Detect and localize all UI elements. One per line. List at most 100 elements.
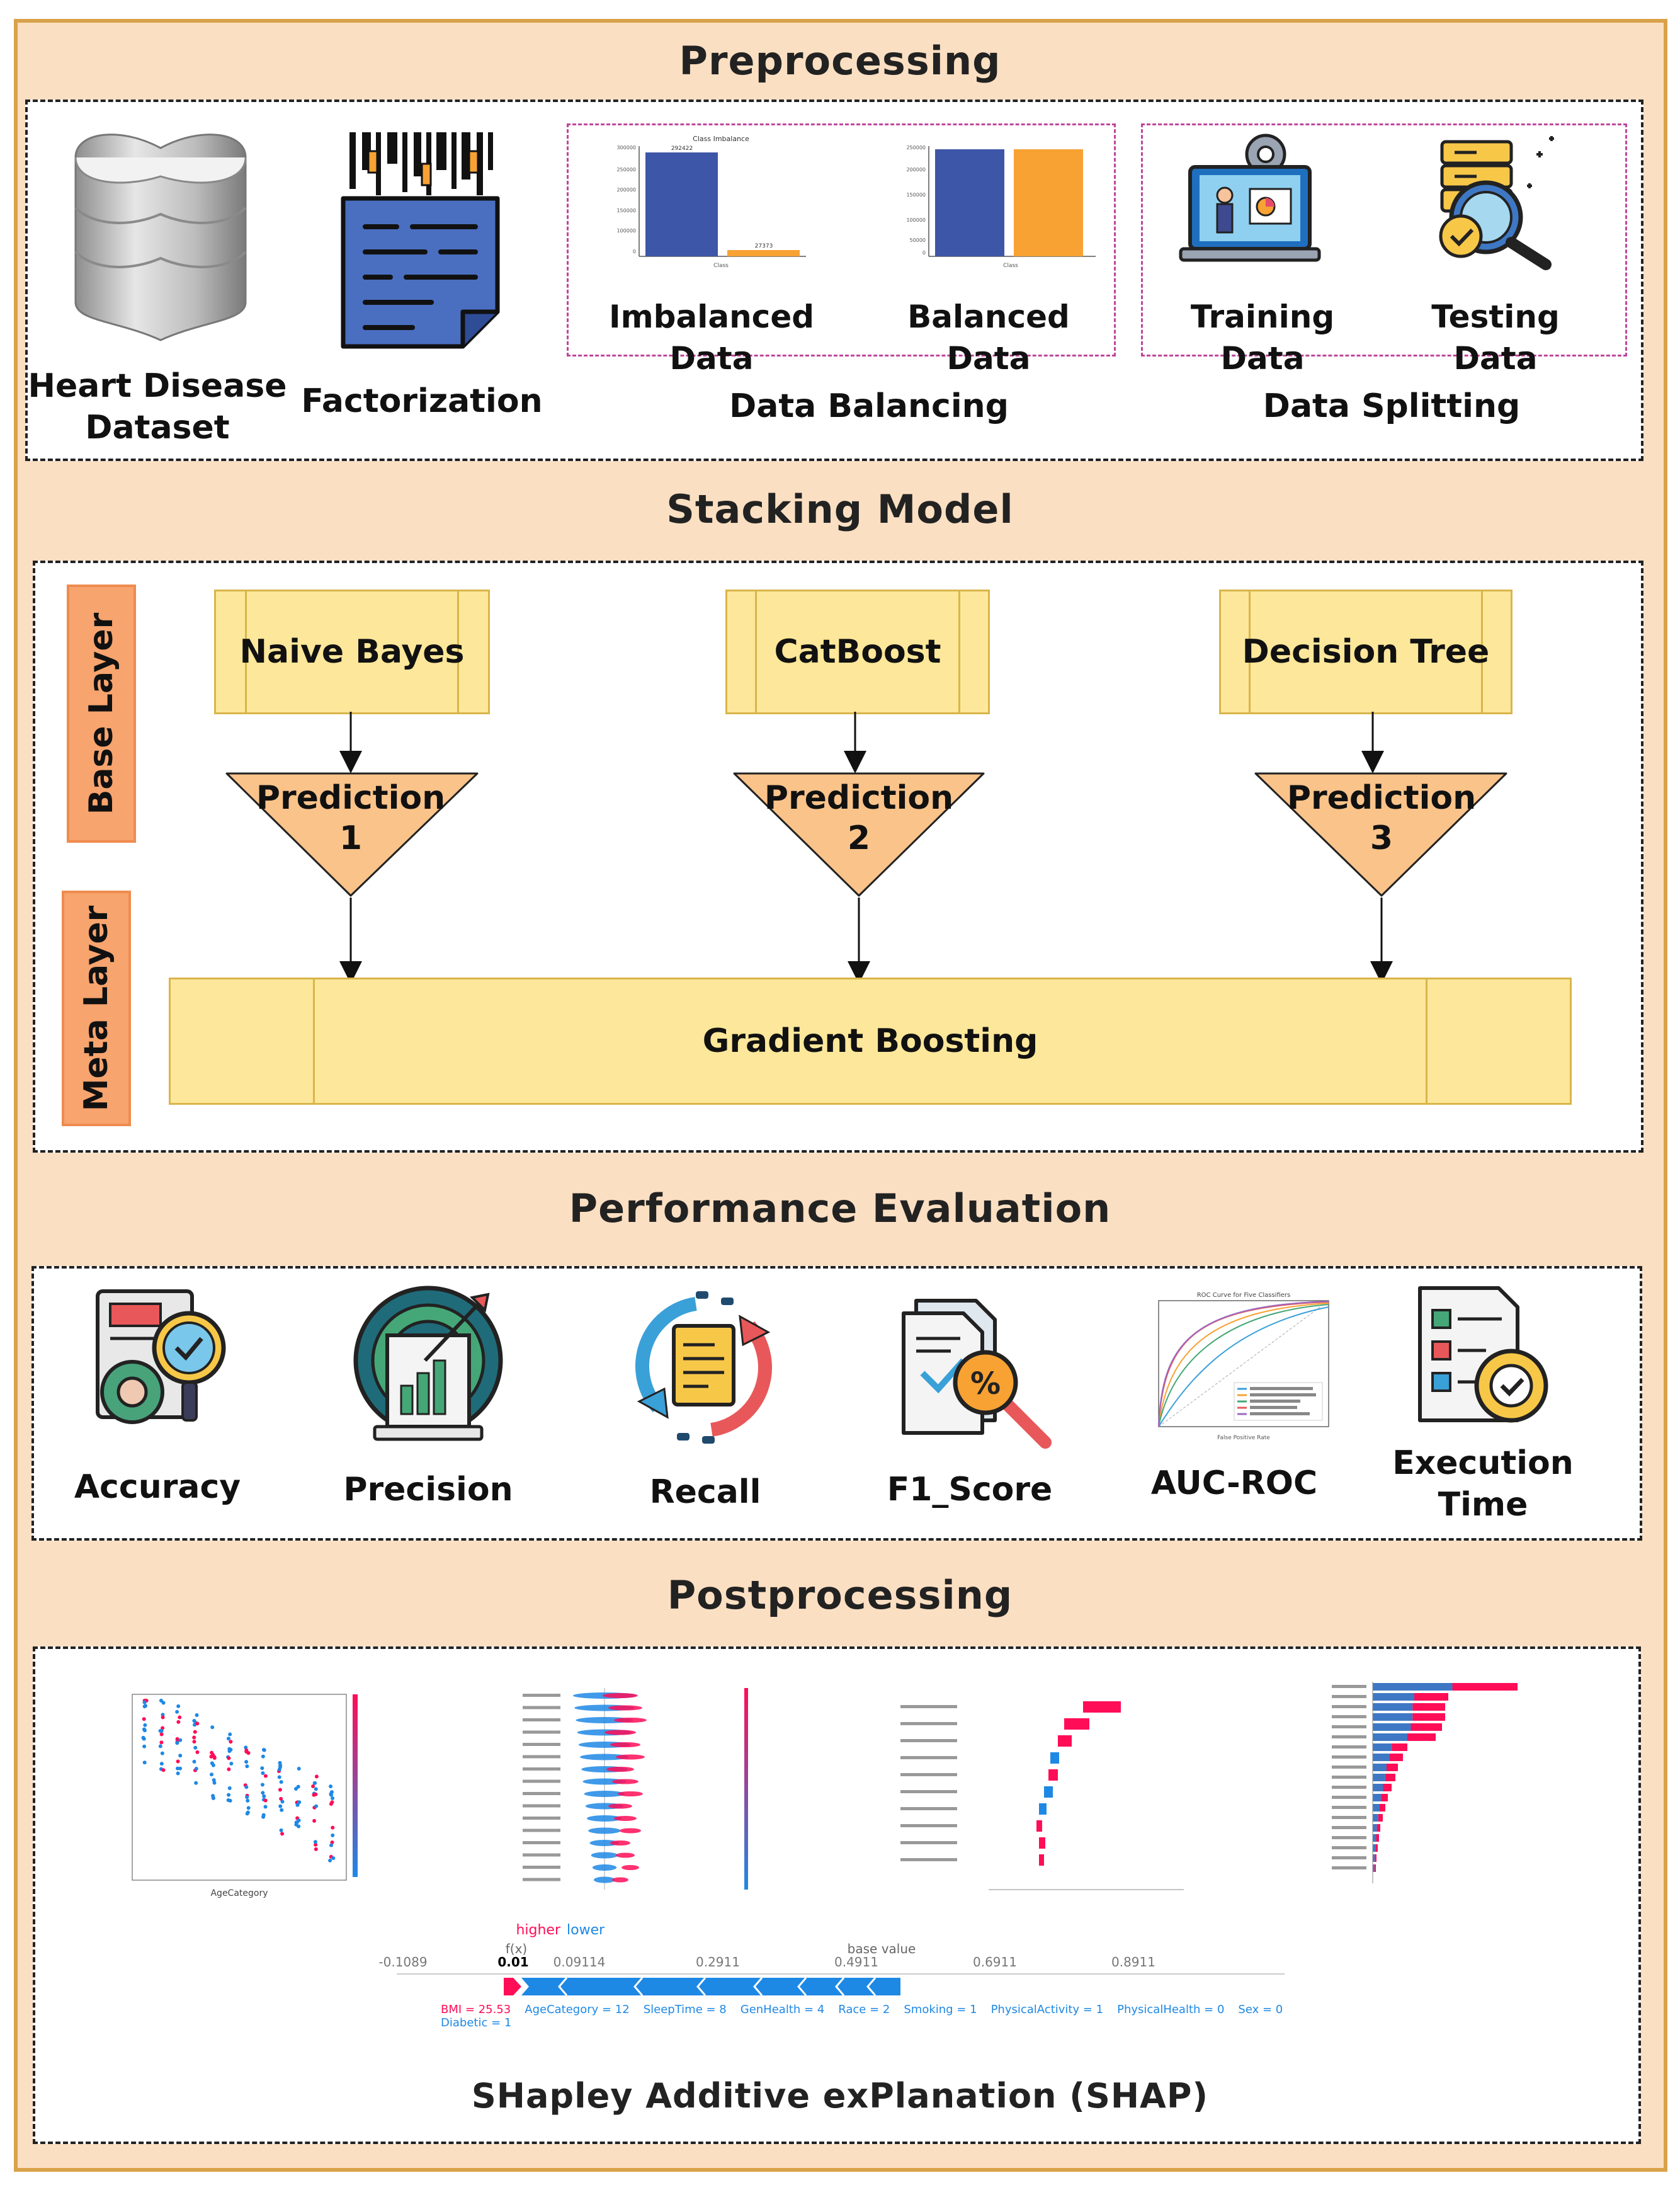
svg-text:Class Imbalance: Class Imbalance	[693, 135, 749, 143]
bar-class1	[1412, 1713, 1445, 1721]
bar-class0	[1373, 1854, 1375, 1862]
decision-tree-label: Decision Tree	[1242, 633, 1490, 671]
dependence-point	[312, 1818, 317, 1823]
bar-class0	[1373, 1784, 1383, 1791]
prediction-3-number: 3	[1370, 819, 1393, 857]
dependence-point	[142, 1700, 147, 1704]
svg-text:Class: Class	[1003, 263, 1018, 269]
dependence-point	[193, 1730, 197, 1734]
bar-class0	[1373, 1723, 1411, 1731]
dependence-point	[297, 1767, 301, 1771]
heart-database-icon	[74, 134, 247, 341]
bar-class0	[1373, 1733, 1407, 1741]
recall-label: Recall	[649, 1473, 761, 1511]
dependence-point	[311, 1784, 315, 1789]
bar-feature-name	[1332, 1715, 1366, 1718]
beeswarm-feature-name	[523, 1841, 560, 1844]
factorization-label: Factorization	[301, 382, 543, 420]
svg-text:Class: Class	[713, 263, 729, 269]
dependence-point	[175, 1740, 179, 1745]
testing-data-label: Testing Data	[1431, 299, 1560, 377]
data-splitting-group	[1141, 123, 1627, 357]
dependence-point	[211, 1794, 215, 1798]
dependence-point	[194, 1781, 198, 1785]
bar-class1	[1381, 1794, 1388, 1801]
beeswarm-high-values	[604, 1730, 636, 1735]
svg-text:100000: 100000	[616, 228, 636, 234]
bar-feature-name	[1332, 1776, 1366, 1779]
dependence-point	[226, 1737, 230, 1741]
dependence-point	[294, 1787, 298, 1791]
dependence-point	[226, 1798, 230, 1803]
server-magnifier-icon	[1439, 136, 1554, 270]
prediction-2-triangle	[733, 772, 985, 897]
shap-beeswarm-plot	[510, 1682, 762, 1908]
dependence-point	[143, 1723, 147, 1727]
force-feature-label: SleepTime = 8	[643, 2003, 727, 2016]
dataset-label-line2: Dataset	[85, 409, 230, 447]
dependence-point	[195, 1713, 199, 1718]
dependence-point	[210, 1761, 214, 1766]
dependence-point	[161, 1715, 165, 1720]
data-balancing-group	[567, 123, 1116, 357]
svg-text:0: 0	[922, 250, 926, 256]
checklist-gear-icon	[1418, 1286, 1548, 1423]
dependence-point	[161, 1768, 166, 1772]
dependence-point	[227, 1767, 231, 1772]
svg-text:100000: 100000	[906, 217, 926, 223]
beeswarm-feature-name	[523, 1866, 560, 1869]
section-title-stacking: Stacking Model	[666, 486, 1014, 532]
bar-feature-name	[1332, 1725, 1366, 1728]
force-axis-tick: -0.1089	[378, 1954, 427, 1970]
dependence-point	[261, 1791, 265, 1795]
dependence-point	[227, 1793, 231, 1797]
force-lower-label: lower	[567, 1922, 605, 1938]
dependence-point	[262, 1748, 266, 1752]
dependence-point	[160, 1751, 164, 1755]
force-fx-label: f(x)	[505, 1941, 528, 1956]
dependence-point	[142, 1727, 146, 1731]
bar-feature-name	[1332, 1866, 1366, 1869]
beeswarm-feature-name	[523, 1706, 560, 1709]
naive-bayes-box: Naive Bayes	[214, 590, 490, 714]
dependence-point	[244, 1785, 249, 1789]
execution-label-line2: Time	[1438, 1486, 1528, 1524]
bar-feature-name	[1332, 1816, 1366, 1819]
dependence-point	[229, 1762, 234, 1766]
recall-cycle-icon	[635, 1291, 772, 1444]
svg-text:300000: 300000	[616, 145, 636, 151]
beeswarm-high-values	[603, 1693, 638, 1698]
dependence-point	[280, 1800, 285, 1804]
bar-class0	[1373, 1824, 1377, 1832]
beeswarm-feature-name	[523, 1694, 560, 1697]
bar-feature-name	[1332, 1836, 1366, 1839]
bar-class0	[1373, 1764, 1387, 1771]
force-axis-tick: 0.4911	[834, 1954, 878, 1970]
barcode-document-icon	[341, 132, 500, 349]
beeswarm-low-values	[594, 1876, 615, 1883]
dependence-point	[227, 1747, 232, 1751]
waterfall-bar	[1048, 1769, 1058, 1781]
force-feature-label: BMI = 25.53	[441, 2003, 511, 2016]
bar-class0	[1373, 1683, 1453, 1691]
imbalanced-data-label: Imbalanced Data	[608, 299, 815, 377]
dependence-point	[314, 1787, 318, 1791]
beeswarm-low-values	[584, 1791, 625, 1797]
dependence-point	[278, 1765, 282, 1769]
dependence-point	[245, 1764, 249, 1769]
bar-feature-name	[1332, 1826, 1366, 1829]
bar-feature-name	[1332, 1846, 1366, 1849]
dependence-point	[194, 1767, 198, 1771]
force-chevron	[696, 1977, 707, 1996]
dependence-point	[176, 1759, 180, 1764]
dependence-point	[331, 1796, 335, 1801]
prediction-1-triangle	[225, 772, 479, 897]
bar-class1	[1407, 1733, 1436, 1741]
preprocessing-panel	[25, 100, 1643, 461]
dependence-point	[176, 1720, 181, 1724]
dependence-point	[261, 1754, 265, 1759]
bar-class0	[1373, 1844, 1376, 1852]
force-axis-tick: 0.6911	[973, 1954, 1017, 1970]
bar-class0	[1373, 1794, 1382, 1801]
